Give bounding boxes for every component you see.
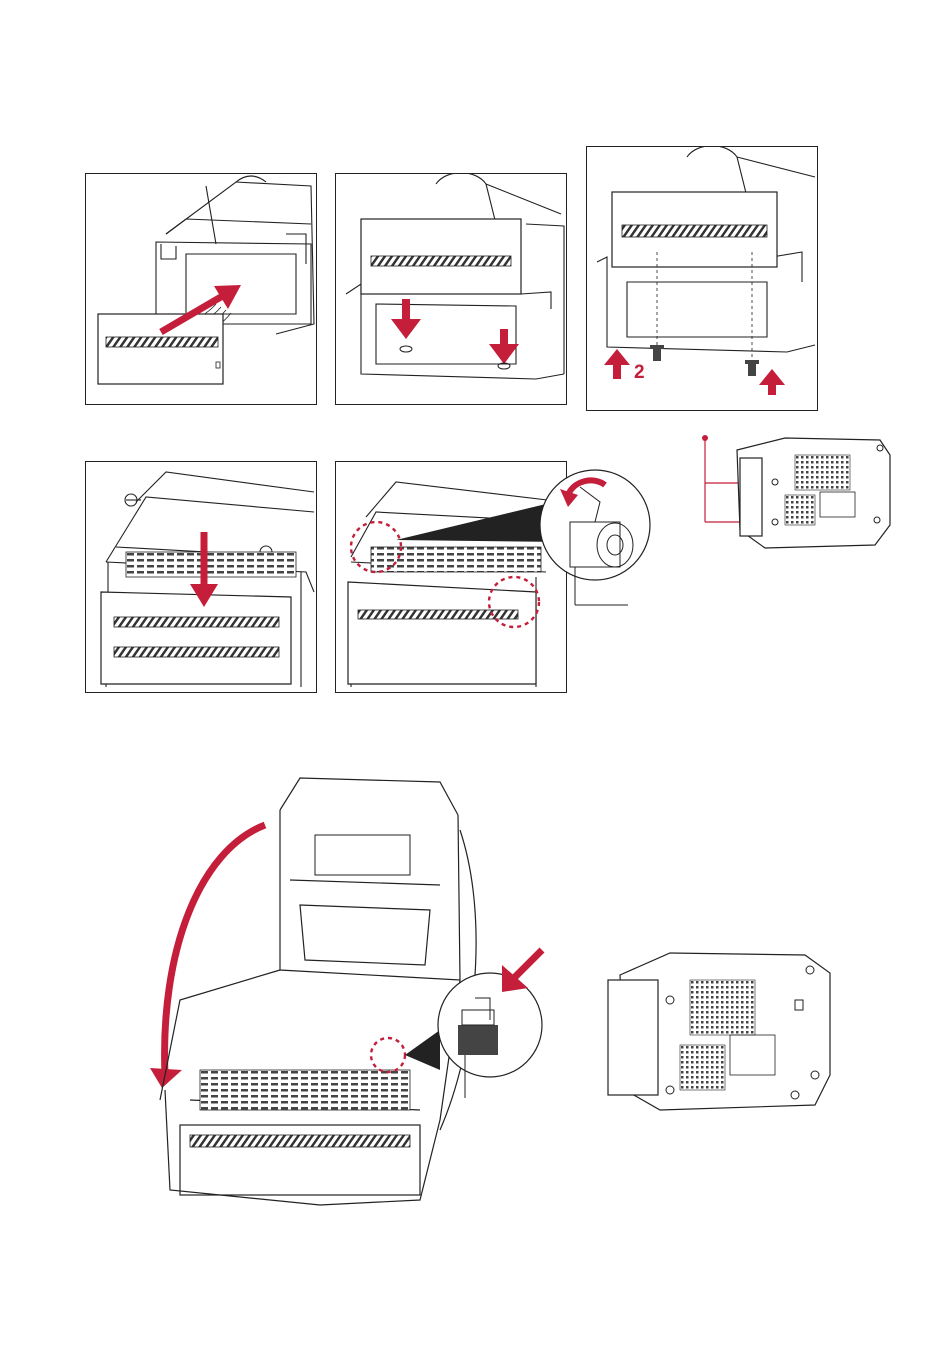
cutter-module — [348, 582, 536, 684]
panel-check-latches — [335, 461, 567, 693]
cutter-module — [101, 592, 291, 684]
printer-bottom-view-large — [600, 935, 840, 1115]
lower-cutter-illustration — [336, 174, 566, 404]
panel-insert-cutter — [85, 173, 317, 405]
down-arrow-right — [489, 329, 519, 364]
zoom-beam — [396, 504, 564, 542]
cutter-module — [98, 314, 223, 384]
printer-bottom-view-small — [695, 420, 895, 555]
insert-cutter-illustration — [86, 174, 316, 404]
press-cover-illustration — [86, 462, 316, 692]
cutter-module — [612, 192, 777, 267]
open-printer-close-cover — [140, 770, 550, 1210]
screw-left — [650, 345, 664, 361]
latch-zoom-callout — [540, 467, 660, 617]
step-number-label: 2 — [634, 362, 645, 384]
press-latch-arrow — [502, 950, 542, 992]
check-latches-illustration — [336, 462, 566, 692]
cutter-module — [361, 219, 521, 294]
panel-lower-cutter — [335, 173, 567, 405]
fasten-screws-illustration — [587, 147, 817, 410]
up-arrow-right — [759, 369, 785, 395]
highlight-circle-latch — [371, 1038, 405, 1072]
close-arc-arrow — [150, 825, 265, 1088]
panel-fasten-screws: 2 — [586, 146, 818, 411]
panel-press-cover — [85, 461, 317, 693]
latch-zoom-callout — [438, 950, 542, 1098]
screw-right — [745, 360, 759, 376]
up-arrow-left — [604, 349, 630, 379]
